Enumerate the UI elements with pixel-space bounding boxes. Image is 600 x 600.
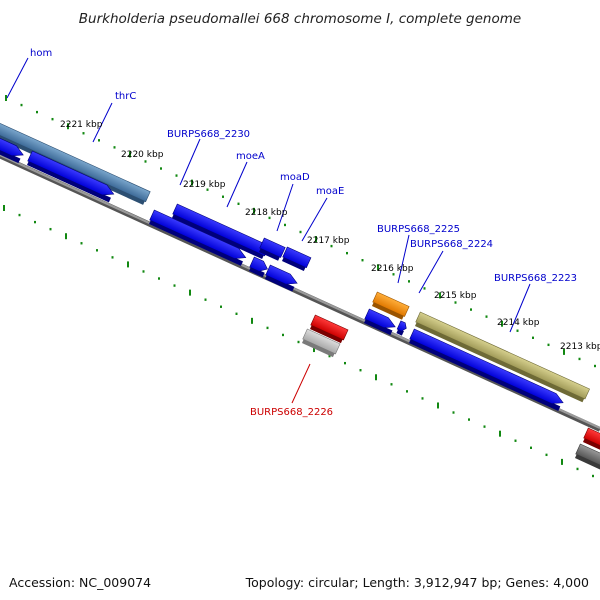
leader-moaE [301,197,328,242]
gene-label-moaD[interactable]: moaD [280,172,310,183]
label-leader-lines [6,57,531,404]
gene-burps668-2225-bar-body [372,291,410,317]
ruler-label-2218: 2218 kbp [245,208,288,218]
gene-label-burps668-2225[interactable]: BURPS668_2225 [377,224,460,235]
gene-moeA-arrow-side [148,219,243,266]
ruler-label-2217: 2217 kbp [307,236,350,246]
ruler-label-2213: 2213 kbp [560,342,600,352]
gene-label-burps668-2224[interactable]: BURPS668_2224 [410,239,493,250]
gene-moaD-bar-side [258,247,281,261]
gene-burps668-2230-bar-body [172,203,270,257]
gene-tiny-arrow-body [396,320,407,332]
ruler-dots [3,95,596,478]
ruler-lower [3,205,594,478]
gene-burps668-2230-bar [171,203,270,260]
gene-label-burps668-2223[interactable]: BURPS668_2223 [494,273,577,284]
leader-hom [6,57,29,99]
leader-thrC [92,102,113,143]
gene-small-arrow-2-body [265,264,298,285]
gene-label-burps668-2230[interactable]: BURPS668_2230 [167,129,250,140]
feature-gray-bar-side [301,338,335,358]
leader-burps668-2230 [179,138,201,186]
ruler-label-2214: 2214 kbp [497,318,540,328]
gene-thrC-arrow [26,150,115,203]
rna-red-upper-bar-side [309,324,343,344]
leader-burps668-2224 [418,250,444,294]
gene-long-lower-arrow-body [409,328,564,404]
gene-features [0,112,600,470]
gene-label-thrC[interactable]: thrC [115,91,136,102]
gene-burps668-2223-bar-side [414,321,585,403]
gene-moaE-bar [281,246,312,272]
leader-moeA [226,161,248,208]
ruler-upper [5,95,596,368]
leader-burps668-2226 [291,363,311,404]
gene-burps668-2224-arrow [363,308,396,336]
gene-moeA-arrow-body [149,209,247,259]
gene-thrC-arrow-body [27,150,115,196]
gene-moaE-bar-side [281,256,306,272]
leader-moaD [276,183,294,232]
accession-text: Accession: NC_009074 [9,575,151,590]
gene-small-arrow-1 [248,256,268,278]
leader-burps668-2223 [509,283,531,333]
gene-burps668-2230-bar-side [171,213,265,260]
genome-summary-text: Topology: circular; Length: 3,912,947 bp… [245,575,589,590]
gene-small-arrow-2 [264,264,298,292]
feature-gray-bar [301,328,341,358]
gene-small-arrow-1-body [249,256,268,272]
gene-small-arrow-1-side [248,266,265,278]
ruler-label-2221: 2221 kbp [60,120,103,130]
gene-burps668-2223-bar [414,311,590,403]
leader-burps668-2225 [397,234,410,284]
gene-hom-arrow [0,127,24,164]
rna-red-upper-bar [309,314,349,344]
gene-long-lower-arrow-side [408,338,561,411]
gene-small-arrow-2-side [264,274,295,292]
gene-burps668-2225-bar-side [371,301,405,320]
gene-hom-arrow-body [0,127,24,157]
gene-label-moeA[interactable]: moeA [236,151,265,162]
gene-moaD-bar [258,237,286,261]
rna-red-edge-bar-side [582,437,600,454]
gene-burps668-2223-bar-body [415,311,590,400]
gene-tiny-arrow [396,320,407,336]
gene-label-burps668-2226[interactable]: BURPS668_2226 [250,407,333,418]
ruler-label-2216: 2216 kbp [371,264,414,274]
gene-hom-bar-body [0,112,151,203]
gene-label-moaE[interactable]: moaE [316,186,344,197]
gene-label-hom[interactable]: hom [30,48,52,59]
gene-hom-arrow-side [0,137,21,164]
gene-moaE-bar-body [282,246,312,269]
gene-burps668-2224-arrow-body [364,308,396,329]
ruler-label-2220: 2220 kbp [121,150,164,160]
gene-thrC-arrow-side [26,160,111,203]
gene-burps668-2225-bar [371,291,410,320]
gene-moaD-bar-body [259,237,286,258]
feature-dark-gray-edge-bar-side [574,453,600,470]
gene-long-lower-arrow [408,328,564,411]
rna-red-upper-bar-body [310,314,349,341]
gene-burps668-2224-arrow-side [363,318,393,336]
gene-moeA-arrow [148,209,247,266]
ruler-label-2215: 2215 kbp [434,291,477,301]
ruler-label-2219: 2219 kbp [183,180,226,190]
map-title: Burkholderia pseudomallei 668 chromosome… [79,11,521,27]
feature-gray-bar-body [302,328,341,355]
